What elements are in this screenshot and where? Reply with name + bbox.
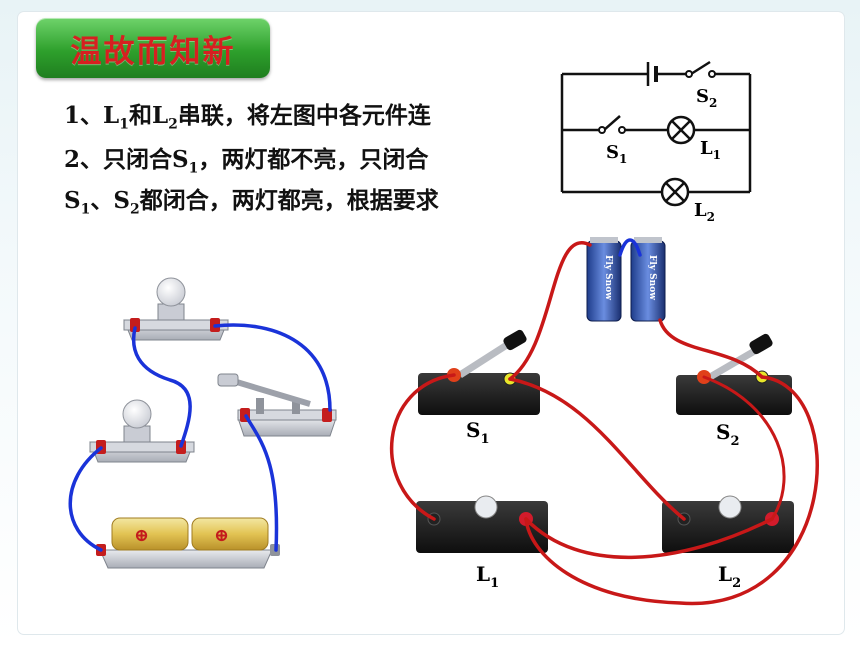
red-wire-l1-l2 [524, 517, 774, 560]
blue-battery-wire [618, 238, 642, 257]
blue-wire-4 [244, 414, 279, 552]
lamp-1-component [123, 277, 229, 341]
page-title: 温故而知新 [70, 33, 236, 70]
photo-s1-label: S1 [466, 418, 490, 447]
red-wire-s1-left [389, 373, 456, 521]
red-wire-s1-l2 [508, 377, 686, 521]
red-wire-s2-loop [524, 375, 819, 605]
lamp-l2 [662, 495, 794, 553]
q1-text-b: 和L [128, 102, 169, 129]
q2-text-b: ，两灯都不亮，只闭合 [198, 146, 429, 173]
q1-text-a: L [103, 102, 120, 129]
question-2-continued: S1、S2都闭合，两灯都亮，根据要求 [64, 181, 560, 218]
real-circuit-photo: Fly Snow Fly Snow [389, 237, 819, 605]
circuit-schematic: S2 S1 L1 L2 [550, 52, 772, 224]
red-wire-battery-s2 [658, 318, 764, 379]
battery-plus-2: ⊕ [214, 525, 229, 546]
blue-wire-1 [213, 323, 332, 412]
switch-component [217, 373, 337, 437]
q3-text-a: S [64, 187, 81, 214]
photo-l2-label: L2 [718, 562, 741, 591]
schematic-l2-label: L2 [694, 200, 715, 224]
q3-sub-a: 1 [80, 201, 91, 218]
photo-s2-label: S2 [716, 420, 740, 449]
battery-1-text: Fly Snow [603, 255, 613, 300]
switch-s2 [676, 333, 792, 415]
blue-wire-3 [68, 446, 103, 552]
question-1: 1、L1和L2串联，将左图中各元件连 [64, 96, 560, 133]
question-2: 2、只闭合S1，两灯都不亮，只闭合 [64, 140, 560, 177]
q1-sub-b: 2 [168, 116, 178, 133]
q1-sub-a: 1 [119, 116, 129, 133]
battery-plus-1: ⊕ [134, 525, 149, 546]
q3-sub-b: 2 [130, 201, 140, 218]
battery-symbol [646, 62, 658, 86]
red-wire-battery-s1 [508, 241, 592, 381]
photo-l1-label: L1 [476, 562, 499, 591]
q3-text-c: 都闭合，两灯都亮，根据要求 [139, 187, 439, 214]
q2-number: 2、 [64, 146, 104, 173]
q2-sub-a: 1 [188, 160, 199, 177]
schematic-s2-label: S2 [696, 86, 717, 110]
battery-2-text: Fly Snow [647, 255, 657, 300]
q2-text-a: 只闭合S [103, 146, 189, 173]
battery-component: ⊕ ⊕ [96, 517, 280, 569]
switch-s1 [418, 329, 540, 415]
q3-text-b: 、S [90, 187, 130, 214]
battery-pair: Fly Snow Fly Snow [586, 237, 666, 322]
schematic-s1-label: S1 [606, 142, 627, 166]
lamp-2-component [89, 399, 195, 463]
title-badge: 温故而知新 [36, 18, 270, 78]
red-wire-s2-l2 [702, 375, 786, 521]
series-component-drawing: ⊕ ⊕ [68, 277, 337, 569]
q1-number: 1、 [64, 102, 104, 129]
q1-text-c: 串联，将左图中各元件连 [177, 102, 431, 129]
blue-wire-2 [131, 326, 192, 448]
schematic-l1-label: L1 [700, 138, 721, 162]
